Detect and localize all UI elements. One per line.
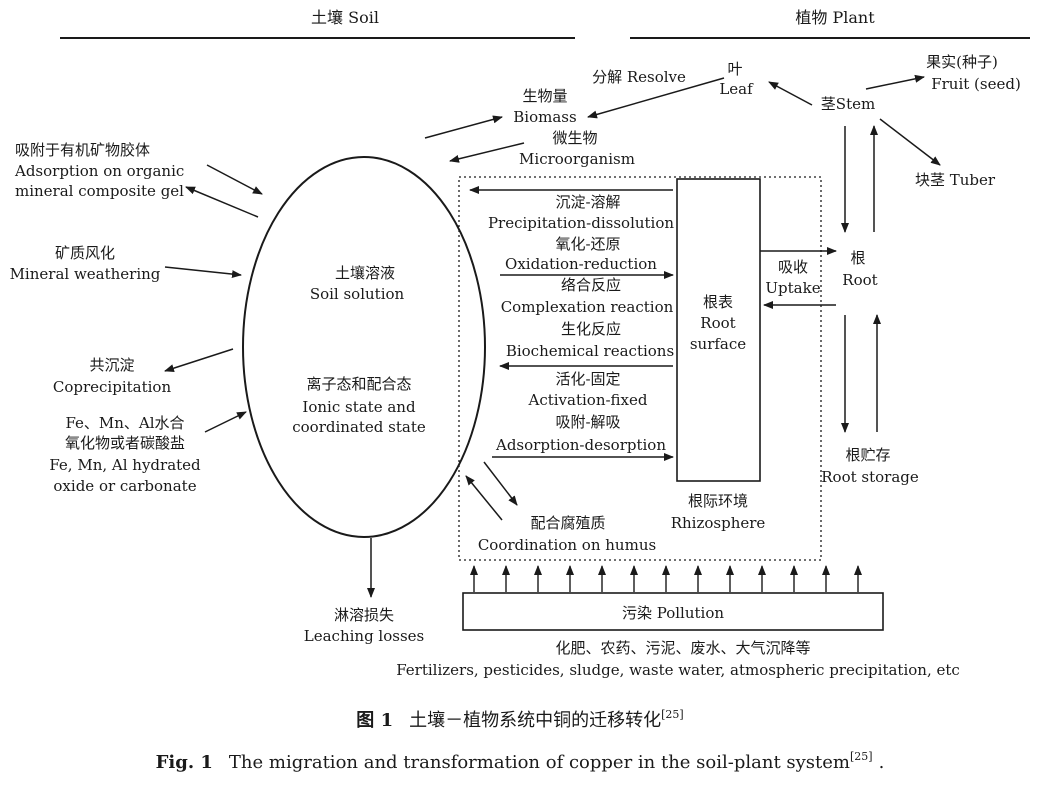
coprecip-zh: 共沉淀	[89, 356, 134, 374]
oxide-arrow	[204, 411, 247, 433]
plant-header: 植物 Plant	[795, 8, 875, 27]
caption-en: Fig. 1 The migration and transformation o…	[156, 750, 885, 773]
root-storage-zh: 根贮存	[845, 446, 890, 464]
leaching-en: Leaching losses	[304, 627, 424, 645]
complexation-en: Complexation reaction	[501, 298, 674, 316]
caption-en-ref: [25]	[850, 750, 873, 763]
oxide-en-1: Fe, Mn, Al hydrated	[49, 456, 201, 474]
humus-out-arrow	[483, 461, 518, 506]
adsorption-in-arrow	[206, 164, 263, 195]
uptake-en: Uptake	[765, 279, 820, 297]
root-surface-en-1: Root	[700, 314, 735, 332]
microorganism-arrow	[449, 142, 525, 163]
coprecip-en: Coprecipitation	[53, 378, 172, 396]
adsorption-out-arrow	[185, 186, 259, 218]
ionic-state-en-1: Ionic state and	[302, 398, 416, 416]
biomass-en: Biomass	[513, 108, 576, 126]
caption-zh-label: 图 1	[356, 710, 393, 731]
pollution-box	[462, 592, 884, 631]
microorganism-zh: 微生物	[552, 129, 597, 147]
adsorption-zh: 吸附于有机矿物胶体	[15, 141, 150, 159]
caption-zh-text: 土壤－植物系统中铜的迁移转化	[409, 710, 661, 731]
weathering-arrow	[164, 266, 242, 279]
rhizosphere-box	[458, 176, 822, 561]
leaching-zh: 淋溶损失	[334, 606, 394, 624]
caption-en-label: Fig. 1	[156, 752, 213, 773]
caption-en-text: The migration and transformation of copp…	[229, 752, 850, 773]
humus-en: Coordination on humus	[478, 536, 656, 554]
caption-zh-ref: [25]	[661, 708, 684, 721]
coprecip-arrow	[164, 348, 234, 373]
adsorption-desorption-en: Adsorption-desorption	[495, 436, 666, 454]
biochemical-zh: 生化反应	[561, 320, 621, 338]
activation-en: Activation-fixed	[527, 391, 647, 409]
root-surface-en-2: surface	[690, 335, 746, 353]
resolve-arrow	[587, 77, 725, 119]
pollution-arrows	[470, 565, 862, 592]
complexation-zh: 络合反应	[561, 276, 621, 294]
root-surface-zh: 根表	[703, 293, 733, 311]
stem-label: 茎Stem	[821, 95, 875, 113]
adsorption-desorption-zh: 吸附-解吸	[555, 413, 620, 431]
root-surface-box	[676, 178, 761, 482]
ionic-state-zh: 离子态和配合态	[306, 375, 411, 393]
pollution-sources-en: Fertilizers, pesticides, sludge, waste w…	[396, 661, 960, 679]
soil-header: 土壤 Soil	[311, 8, 379, 27]
stem-to-leaf-arrow	[768, 81, 813, 106]
oxidation-en: Oxidation-reduction	[505, 255, 657, 273]
stem-to-fruit-arrow	[865, 74, 925, 90]
uptake-zh: 吸收	[778, 258, 808, 276]
oxide-zh-2: 氧化物或者碳酸盐	[65, 434, 185, 452]
microorganism-en: Microorganism	[519, 150, 635, 168]
ionic-state-en-2: coordinated state	[292, 418, 426, 436]
humus-in-arrow	[465, 475, 503, 521]
activation-zh: 活化-固定	[555, 370, 620, 388]
soil-solution-ellipse	[242, 156, 486, 538]
weathering-en: Mineral weathering	[10, 265, 161, 283]
oxidation-zh: 氧化-还原	[555, 235, 620, 253]
weathering-zh: 矿质风化	[55, 244, 115, 262]
humus-zh: 配合腐殖质	[530, 514, 605, 532]
root-zh: 根	[850, 249, 865, 267]
rhizosphere-en: Rhizosphere	[671, 514, 766, 532]
leaf-en: Leaf	[719, 80, 754, 98]
fruit-zh: 果实(种子)	[926, 53, 998, 71]
stem-to-tuber-arrow	[879, 118, 941, 166]
biomass-zh: 生物量	[522, 87, 567, 105]
pollution-label: 污染 Pollution	[622, 604, 724, 622]
pollution-sources-zh: 化肥、农药、污泥、废水、大气沉降等	[555, 639, 810, 657]
oxide-en-2: oxide or carbonate	[53, 477, 196, 495]
root-en: Root	[842, 271, 877, 289]
tuber-label: 块茎 Tuber	[915, 171, 996, 189]
biochemical-en: Biochemical reactions	[506, 342, 674, 360]
biomass-arrow	[424, 115, 503, 139]
precipitation-zh: 沉淀-溶解	[555, 193, 620, 211]
root-storage-en: Root storage	[821, 468, 919, 486]
soil-solution-en: Soil solution	[310, 285, 405, 303]
caption-en-end: .	[879, 752, 885, 773]
fruit-en: Fruit (seed)	[931, 75, 1021, 93]
soil-solution-zh: 土壤溶液	[335, 264, 395, 282]
rhizosphere-zh: 根际环境	[688, 492, 748, 510]
caption-zh: 图 1 土壤－植物系统中铜的迁移转化[25]	[356, 708, 683, 731]
oxide-zh-1: Fe、Mn、Al水合	[65, 414, 184, 432]
adsorption-en-2: mineral composite gel	[15, 182, 184, 200]
adsorption-en-1: Adsorption on organic	[14, 162, 184, 180]
leaf-zh: 叶	[727, 60, 742, 78]
precipitation-en: Precipitation-dissolution	[488, 214, 674, 232]
resolve-label: 分解 Resolve	[592, 68, 686, 86]
